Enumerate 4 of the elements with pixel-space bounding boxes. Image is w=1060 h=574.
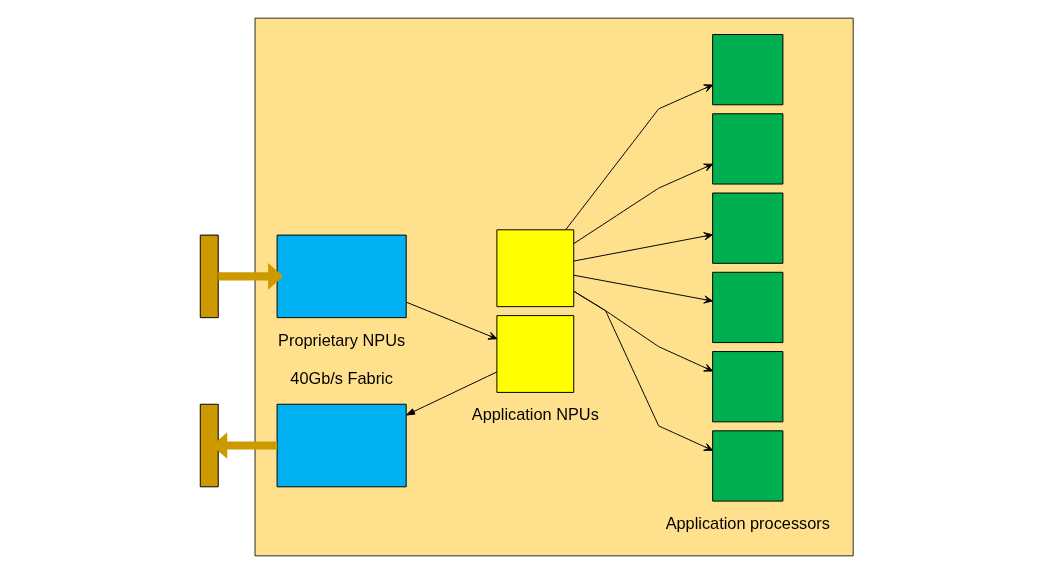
label: Application processors xyxy=(665,513,830,532)
label: 40Gb/s Fabric xyxy=(290,369,393,388)
label: Application NPUs xyxy=(471,405,599,424)
label: Proprietary NPUs xyxy=(278,330,406,349)
